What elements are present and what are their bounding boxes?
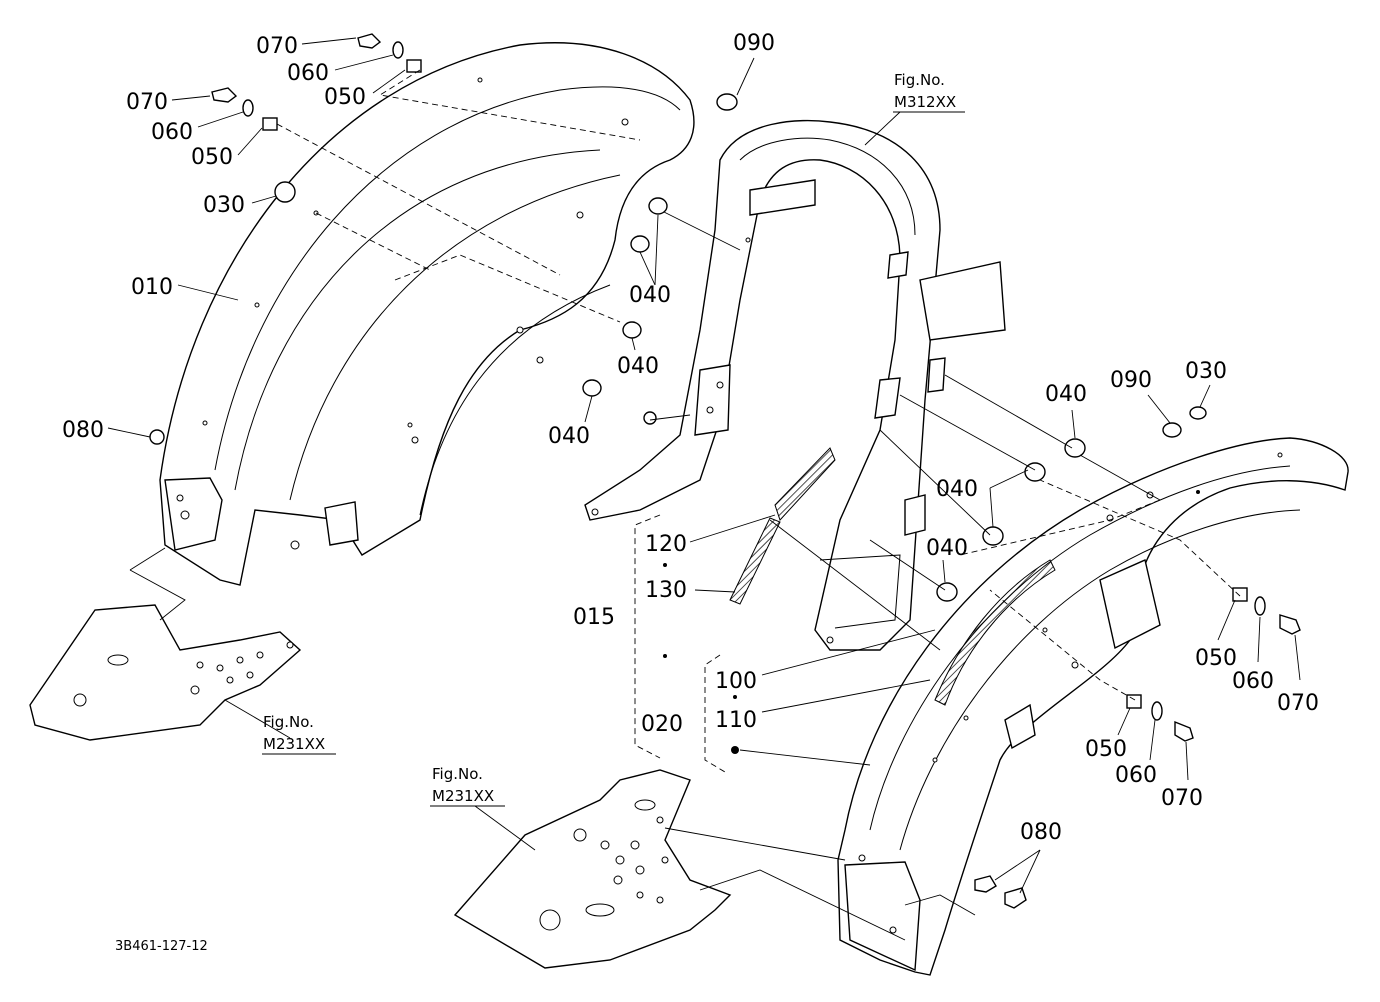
fig-ref-floor-center-number: M231XX xyxy=(432,787,494,805)
callout-040-left-3: 040 xyxy=(548,424,590,449)
callout-015: 015 xyxy=(573,605,615,630)
left-fender xyxy=(159,42,695,586)
fig-ref-floor-left-number: M231XX xyxy=(263,735,325,753)
fig-ref-floor-left-title: Fig.No. xyxy=(263,713,314,731)
callout-030-right: 030 xyxy=(1185,359,1227,384)
callout-110: 110 xyxy=(715,708,757,733)
fig-ref-rops-title: Fig.No. xyxy=(894,71,945,89)
callout-040-left-2: 040 xyxy=(617,354,659,379)
assembly-lines xyxy=(276,69,1241,941)
callout-120: 120 xyxy=(645,532,687,557)
callout-040-left-1: 040 xyxy=(629,283,671,308)
callout-080-left: 080 xyxy=(62,418,104,443)
callout-040-right-3: 040 xyxy=(926,536,968,561)
callout-090-top: 090 xyxy=(733,31,775,56)
callout-labels: 070 060 050 070 060 050 030 010 080 090 … xyxy=(62,31,1319,845)
callout-030-left: 030 xyxy=(203,193,245,218)
callout-060-right-2: 060 xyxy=(1115,763,1157,788)
callout-050-top-left-1: 050 xyxy=(324,85,366,110)
callout-010: 010 xyxy=(131,275,173,300)
callout-070-right-1: 070 xyxy=(1277,691,1319,716)
reference-dots xyxy=(663,490,1200,754)
right-fender xyxy=(837,437,1349,976)
rops-frame xyxy=(584,119,1006,651)
callout-070-top-left-2: 070 xyxy=(126,90,168,115)
callout-090-right: 090 xyxy=(1110,368,1152,393)
fig-ref-underlines xyxy=(262,111,965,807)
hardware xyxy=(149,33,1301,909)
fig-ref-floor-center-title: Fig.No. xyxy=(432,765,483,783)
callout-040-right-2: 040 xyxy=(936,477,978,502)
callout-070-top-left-1: 070 xyxy=(256,34,298,59)
callout-050-right-2: 050 xyxy=(1085,737,1127,762)
callout-060-right-1: 060 xyxy=(1232,669,1274,694)
fig-references: Fig.No. M312XX Fig.No. M231XX Fig.No. M2… xyxy=(263,71,956,805)
callout-050-top-left-2: 050 xyxy=(191,145,233,170)
leader-lines xyxy=(107,37,1301,894)
callout-080-right: 080 xyxy=(1020,820,1062,845)
callout-130: 130 xyxy=(645,578,687,603)
hatched-strips xyxy=(729,447,836,605)
diagram-code: 3B461-127-12 xyxy=(115,939,208,954)
center-floor-plate xyxy=(453,769,732,969)
fig-ref-rops-number: M312XX xyxy=(894,93,956,111)
callout-100: 100 xyxy=(715,669,757,694)
callout-070-right-2: 070 xyxy=(1161,786,1203,811)
left-floor-plate xyxy=(29,547,302,741)
callout-050-right-1: 050 xyxy=(1195,646,1237,671)
callout-060-top-left-1: 060 xyxy=(287,61,329,86)
callout-060-top-left-2: 060 xyxy=(151,120,193,145)
callout-040-right-1: 040 xyxy=(1045,382,1087,407)
callout-020: 020 xyxy=(641,712,683,737)
